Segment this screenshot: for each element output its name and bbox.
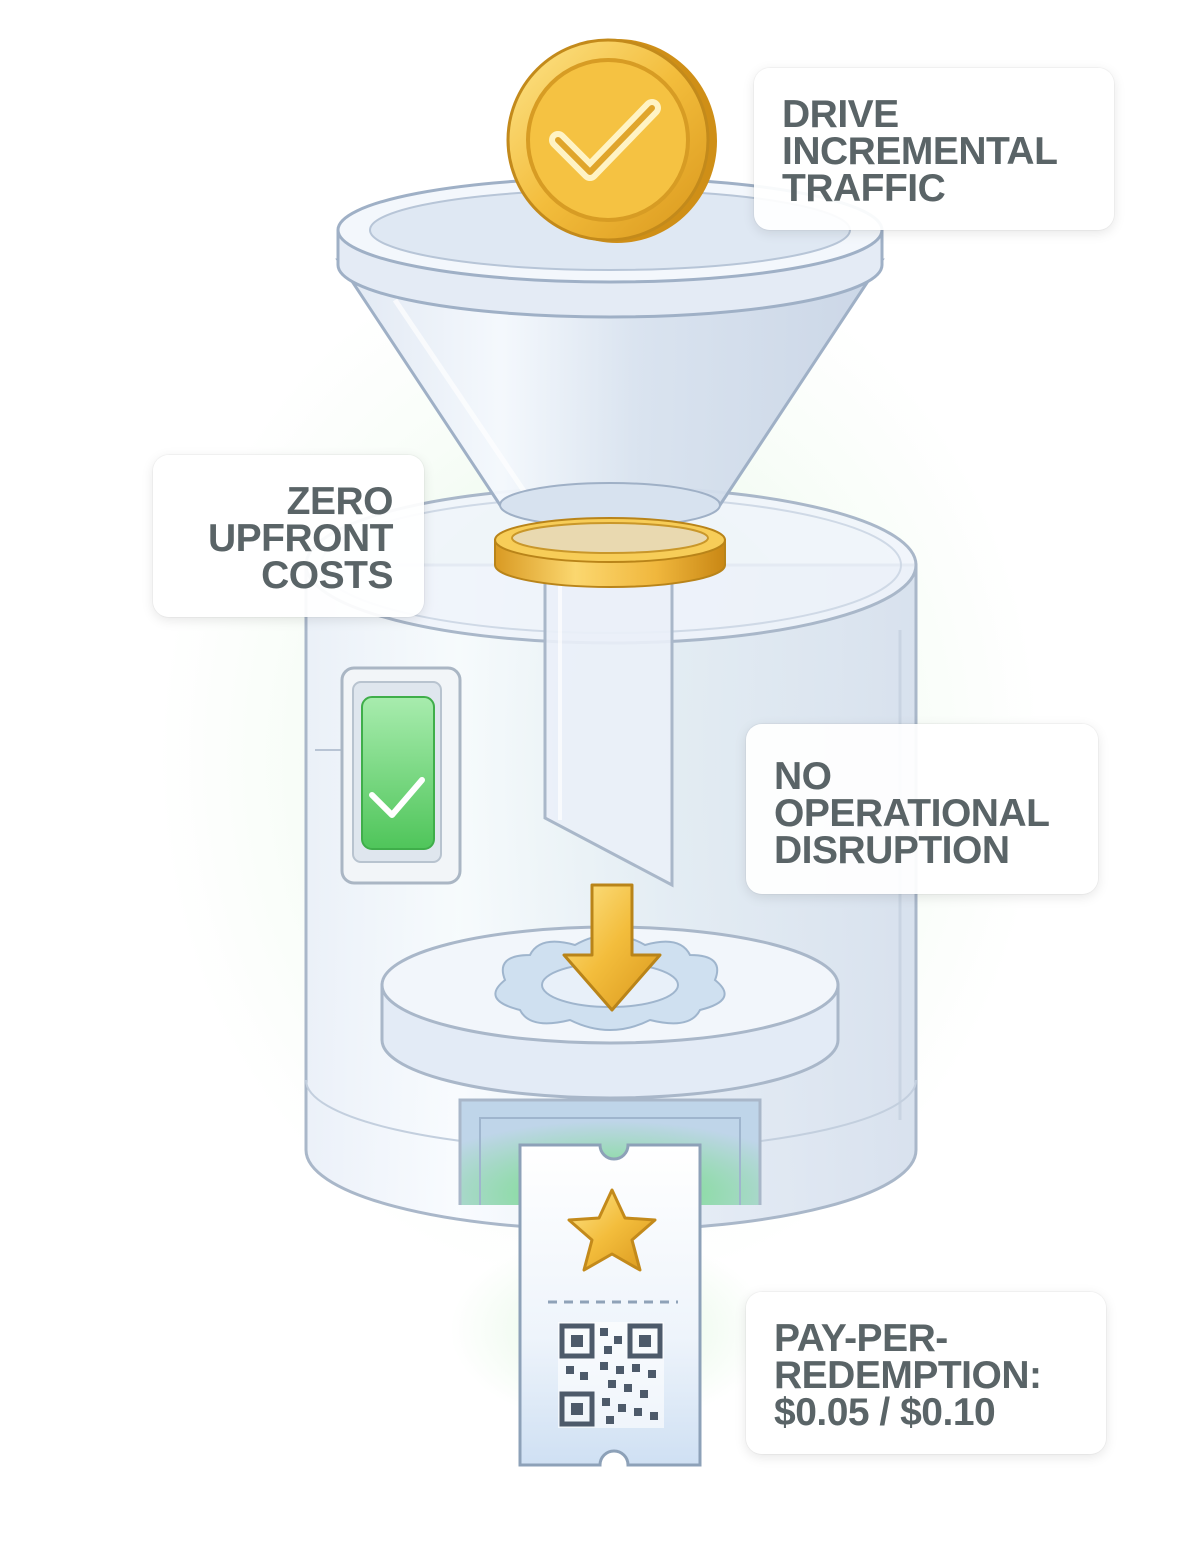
callout-line: DISRUPTION	[774, 832, 1098, 869]
callout-pay-per-redemption: PAY-PER- REDEMPTION: $0.05 / $0.10	[746, 1292, 1106, 1454]
callout-line: ZERO	[153, 483, 393, 520]
callout-zero-upfront: ZERO UPFRONT COSTS	[153, 455, 424, 617]
qr-code-icon	[558, 1322, 664, 1428]
star-qr-ticket-icon	[520, 1145, 700, 1465]
callout-line: UPFRONT	[153, 520, 393, 557]
callout-line: $0.05 / $0.10	[774, 1394, 1106, 1431]
checkmark-coin-icon	[508, 39, 717, 243]
callout-line: PAY-PER-	[774, 1320, 1106, 1357]
callout-line: COSTS	[153, 557, 393, 594]
callout-line: OPERATIONAL	[774, 795, 1098, 832]
green-check-screen-icon	[342, 668, 460, 883]
callout-line: INCREMENTAL	[782, 133, 1114, 170]
callout-no-disruption: NO OPERATIONAL DISRUPTION	[746, 724, 1098, 894]
gold-ring	[495, 518, 725, 587]
callout-line: TRAFFIC	[782, 170, 1114, 207]
callout-line: DRIVE	[782, 96, 1114, 133]
callout-drive-traffic: DRIVE INCREMENTAL TRAFFIC	[754, 68, 1114, 230]
callout-line: NO	[774, 758, 1098, 795]
callout-line: REDEMPTION:	[774, 1357, 1106, 1394]
